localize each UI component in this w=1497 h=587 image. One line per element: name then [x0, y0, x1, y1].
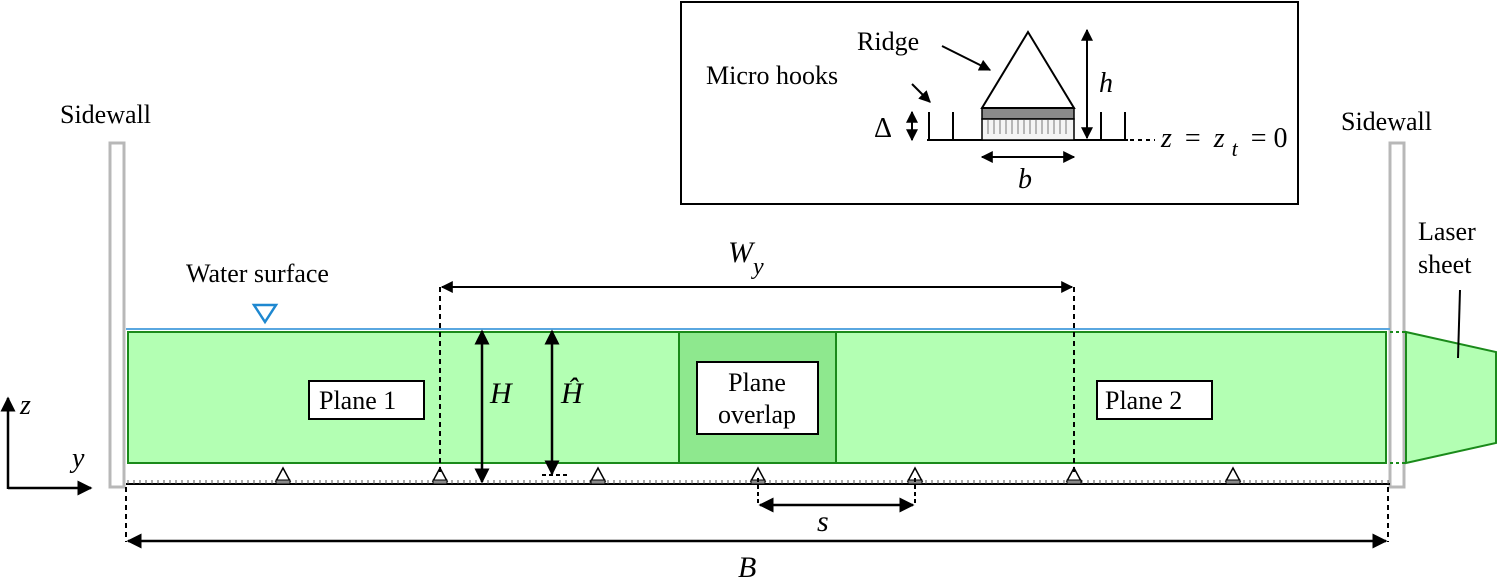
- plane-overlap-label-line1: Plane: [728, 368, 786, 397]
- sidewall-right: [1388, 141, 1406, 489]
- ridge-marker: [274, 466, 292, 482]
- y-axis-label: y: [69, 443, 85, 474]
- b-label: b: [1018, 164, 1032, 195]
- laser-sheet-pointer: [1457, 289, 1461, 359]
- micro-hooks-pointer: [911, 83, 931, 103]
- plane-1-label: Plane 1: [319, 386, 396, 415]
- inset-detail: Ridge Micro hooks h Δ b z = z t = 0: [680, 1, 1299, 205]
- laser-sheet-fan: [1405, 330, 1497, 465]
- z-axis-label: z: [19, 390, 31, 421]
- channel-width-label: B: [738, 551, 756, 584]
- sidewall-left: [108, 141, 126, 489]
- delta-label: Δ: [874, 113, 892, 144]
- h-depth-label: H: [489, 377, 514, 410]
- ridge-hook-texture-lines: [987, 120, 1067, 134]
- sidewall-right-label: Sidewall: [1341, 107, 1432, 136]
- ridge-marker-base: [275, 479, 291, 485]
- ridge-marker: [589, 466, 607, 482]
- laser-sheet-label-line2: sheet: [1418, 250, 1472, 279]
- ridge-hook-band: [981, 107, 1075, 120]
- ridge-triangle: [980, 30, 1076, 109]
- baseline-equation: z = z t = 0: [1160, 123, 1288, 163]
- ridge-marker: [1224, 466, 1242, 482]
- ridge-marker-base: [590, 479, 606, 485]
- ridge-marker-base: [432, 479, 448, 485]
- ridge-marker-base: [1066, 479, 1082, 485]
- micro-hooks-label: Micro hooks: [706, 61, 838, 90]
- ridge-label: Ridge: [857, 27, 919, 56]
- wy-label: Wy: [728, 236, 764, 280]
- micro-hook-ticks: [928, 112, 1126, 140]
- plane-1-label-box: [308, 380, 425, 420]
- water-surface-label: Water surface: [186, 259, 329, 288]
- plane-2-label: Plane 2: [1105, 386, 1182, 415]
- ridge-marker-base: [1225, 479, 1241, 485]
- ridge-pointer: [941, 45, 992, 71]
- laser-sheet-label-line1: Laser: [1418, 217, 1476, 246]
- h-hat-label: Ĥ: [560, 377, 585, 410]
- plane-overlap-label-line2: overlap: [718, 400, 796, 429]
- h-label: h: [1099, 68, 1113, 99]
- s-label: s: [817, 505, 829, 538]
- sidewall-left-label: Sidewall: [60, 100, 151, 129]
- ridge-hook-texture: [981, 118, 1075, 141]
- water-surface-marker: [251, 303, 279, 325]
- plane-overlap-label-box: [696, 361, 819, 435]
- plane-2-label-box: [1096, 380, 1213, 420]
